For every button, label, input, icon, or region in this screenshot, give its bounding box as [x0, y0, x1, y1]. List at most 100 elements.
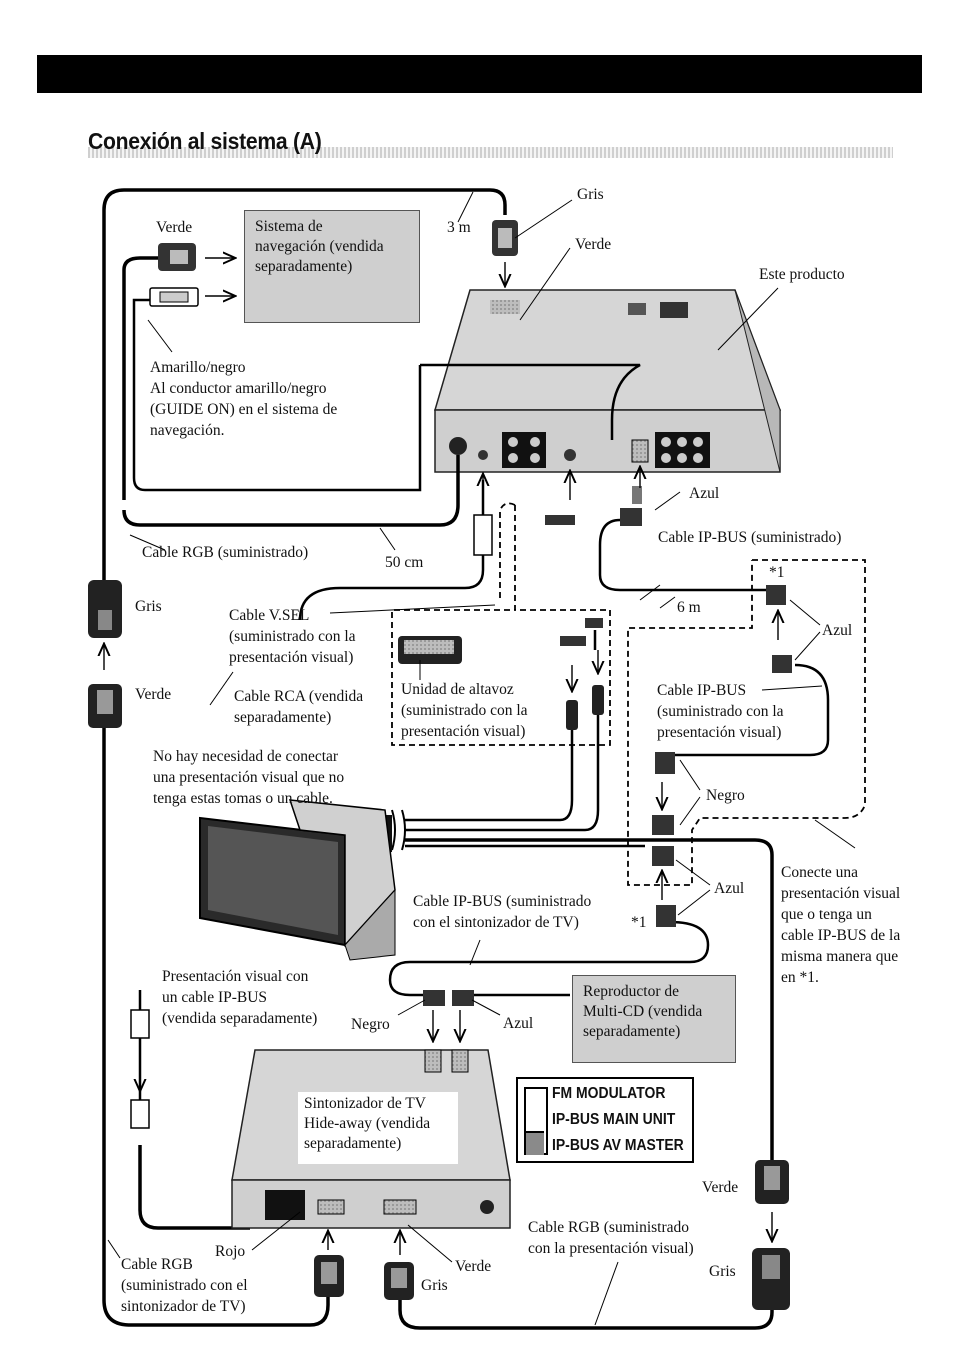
- label-cable-rgb: Cable RGB (suministrado: [528, 1219, 690, 1236]
- label-verde: Verde: [156, 219, 193, 236]
- speaker-unit: [398, 636, 462, 664]
- label-vsel-desc: (suministrado con la: [229, 628, 356, 645]
- label-6m: 6 m: [677, 599, 701, 616]
- label-gris: Gris: [709, 1263, 736, 1280]
- navigation-system-box: Sistema de navegación (vendida separadam…: [244, 210, 420, 323]
- label-amarillo-desc: Al conductor amarillo/negro: [150, 380, 327, 397]
- ipbus-connector-azul-top: [620, 486, 642, 526]
- label-cable-vsel: Cable V.SEL: [229, 607, 310, 624]
- tuner-label-line: separadamente): [304, 1135, 402, 1152]
- label-ipbus-desc: con el sintonizador de TV): [413, 914, 579, 931]
- guide-on-connector: [149, 287, 199, 307]
- label-ipbus-desc: (suministrado con la: [657, 703, 784, 720]
- label-ipbus-desc: presentación visual): [657, 724, 782, 741]
- label-cable-ipbus: Cable IP-BUS (suministrado): [658, 529, 842, 546]
- rca-plug-top: [473, 514, 493, 556]
- legend-fm-modulator: FM MODULATOR: [552, 1085, 666, 1102]
- label-rojo: Rojo: [215, 1243, 246, 1260]
- label-amarillo-desc: navegación.: [150, 422, 225, 439]
- label-cable-rgb: Cable RGB (suministrado): [142, 544, 309, 561]
- legend: FM MODULATOR IP-BUS MAIN UNIT IP-BUS AV …: [516, 1077, 694, 1163]
- label-rca-desc: separadamente): [234, 709, 332, 726]
- tuner-label-line: Sintonizador de TV: [304, 1095, 426, 1112]
- label-no-hay: tenga estas tomas o un cable.: [153, 790, 333, 807]
- label-star1: *1: [769, 564, 785, 581]
- label-azul: Azul: [714, 880, 745, 897]
- rgb-connector-gris-left: [88, 580, 122, 638]
- page-title: Conexión al sistema (A): [88, 128, 322, 154]
- nav-box-line: separadamente): [255, 258, 353, 275]
- vsel-plug: [545, 515, 575, 525]
- nav-box-line: Sistema de: [255, 218, 323, 235]
- rgb-connector-gris-right: [752, 1248, 790, 1310]
- label-star1: *1: [631, 914, 647, 931]
- tuner-label-line: Hide-away (vendida: [304, 1115, 431, 1132]
- label-cable-ipbus: Cable IP-BUS: [657, 682, 747, 699]
- rgb-connector-gris-top: [492, 220, 518, 256]
- multicd-box-line: Reproductor de: [583, 983, 679, 1000]
- rgb-connector-verde-right: [755, 1160, 789, 1204]
- label-este-producto: Este producto: [759, 266, 845, 283]
- rgb-connector-gris-bottom: [384, 1262, 414, 1300]
- nav-box-line: navegación (vendida: [255, 238, 384, 255]
- leader-lines: [107, 191, 856, 1326]
- direction-arrows: [104, 258, 778, 1255]
- label-conecte: cable IP-BUS de la: [781, 927, 901, 944]
- label-no-hay: No hay necesidad de conectar: [153, 748, 339, 765]
- label-altavoz-desc: (suministrado con la: [401, 702, 528, 719]
- multicd-box-line: separadamente): [583, 1023, 681, 1040]
- label-azul: Azul: [822, 622, 853, 639]
- label-amarillo-negro: Amarillo/negro: [150, 359, 246, 376]
- multicd-box-line: Multi-CD (vendida: [583, 1003, 703, 1020]
- label-negro: Negro: [706, 787, 745, 804]
- label-3m: 3 m: [447, 219, 471, 236]
- speaker-plugs: [560, 618, 604, 730]
- label-amarillo-desc: (GUIDE ON) en el sistema de: [150, 401, 338, 418]
- label-cable-rca: Cable RCA (vendida: [234, 688, 364, 705]
- label-presentacion: (vendida separadamente): [162, 1010, 318, 1027]
- rca-plug-left: [130, 1009, 150, 1129]
- title-underline: [88, 147, 893, 158]
- label-azul: Azul: [689, 485, 720, 502]
- label-vsel-desc: presentación visual): [229, 649, 354, 666]
- label-negro: Negro: [351, 1016, 390, 1033]
- ipbus-connector-negro: [652, 752, 675, 835]
- label-presentacion: Presentación visual con: [162, 968, 309, 985]
- rgb-cable-lines: [102, 188, 774, 1330]
- label-conecte: Conecte una: [781, 864, 859, 881]
- label-cable-rgb: Cable RGB: [121, 1256, 193, 1273]
- rgb-connector-rojo: [314, 1255, 344, 1297]
- legend-ipbus-main-unit: IP-BUS MAIN UNIT: [552, 1111, 676, 1128]
- label-conecte: que o tenga un: [781, 906, 872, 923]
- display-monitor: [199, 799, 396, 961]
- label-conecte: presentación visual: [781, 885, 901, 902]
- ipbus-connector-azul-bottom: [652, 846, 676, 927]
- legend-filled-swatch: [526, 1131, 544, 1155]
- label-verde: Verde: [135, 686, 172, 703]
- header-bar: [37, 55, 922, 93]
- label-verde: Verde: [575, 236, 612, 253]
- rgb-connector-verde-top-left: [158, 243, 196, 271]
- label-no-hay: una presentación visual que no: [153, 769, 345, 786]
- legend-ipbus-av-master: IP-BUS AV MASTER: [552, 1137, 684, 1154]
- multi-cd-box: Reproductor de Multi-CD (vendida separad…: [572, 975, 736, 1063]
- tv-tuner-label: Sintonizador de TV Hide-away (vendida se…: [298, 1092, 458, 1164]
- label-verde: Verde: [455, 1258, 492, 1275]
- label-conecte: misma manera que: [781, 948, 899, 965]
- label-rgb-desc: sintonizador de TV): [121, 1298, 246, 1315]
- label-gris: Gris: [135, 598, 162, 615]
- label-rgb-desc: con la presentación visual): [528, 1240, 694, 1257]
- label-cable-ipbus: Cable IP-BUS (suministrado: [413, 893, 592, 910]
- rgb-connector-verde-left: [88, 684, 122, 728]
- dashed-groupings: [391, 502, 866, 886]
- label-verde: Verde: [702, 1179, 739, 1196]
- label-altavoz: Unidad de altavoz: [401, 681, 514, 698]
- label-altavoz-desc: presentación visual): [401, 723, 526, 740]
- label-50cm: 50 cm: [385, 554, 424, 571]
- label-gris: Gris: [421, 1277, 448, 1294]
- ipbus-plugs-tuner: [423, 990, 474, 1006]
- label-gris: Gris: [577, 186, 604, 203]
- label-azul: Azul: [503, 1015, 534, 1032]
- ipbus-connector-star1: [766, 585, 792, 673]
- label-conecte: en *1.: [781, 969, 819, 986]
